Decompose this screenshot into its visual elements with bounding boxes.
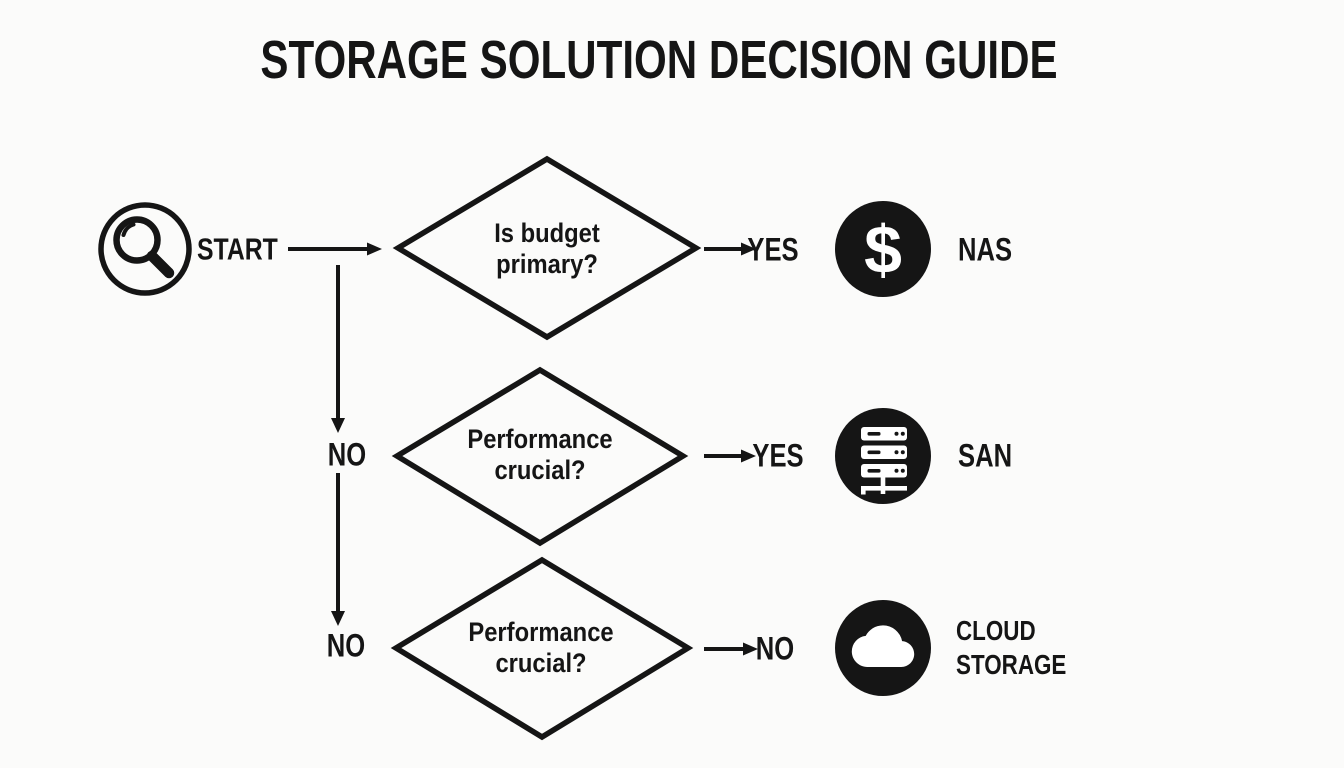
magnifier-icon [98, 202, 192, 296]
cloud-badge [835, 600, 931, 696]
branch-label-no-2: NO [326, 627, 366, 664]
result-label-nas: NAS [958, 231, 1013, 268]
question-performance-crucial-2: Performance crucial? [468, 617, 614, 678]
question-budget-primary: Is budget primary? [494, 218, 600, 279]
branch-label-yes-1: YES [747, 231, 799, 268]
decision-diamond-performance-1 [391, 366, 689, 547]
arrow-q2-to-yes [704, 449, 756, 463]
arrow-q3-to-no [704, 642, 758, 656]
san-badge [835, 408, 931, 504]
arrow-q1-no-down [331, 265, 345, 433]
cloud-icon [851, 625, 915, 667]
nas-badge: $ [835, 201, 931, 297]
page-title: STORAGE SOLUTION DECISION GUIDE [260, 29, 1058, 90]
branch-label-yes-2: YES [752, 437, 804, 474]
arrow-q2-no-down [331, 473, 345, 626]
question-performance-crucial-1: Performance crucial? [467, 424, 613, 485]
decision-diamond-performance-2 [390, 556, 694, 741]
server-icon [861, 427, 907, 495]
result-label-san: SAN [958, 437, 1013, 474]
branch-label-no-3: NO [755, 630, 795, 667]
decision-diamond-budget [392, 155, 702, 341]
arrow-start-to-q1 [288, 242, 382, 256]
start-label: START [197, 231, 278, 267]
dollar-icon: $ [864, 212, 902, 288]
branch-label-no-1: NO [327, 436, 367, 473]
result-label-cloud-storage: CLOUD STORAGE [956, 615, 1067, 680]
arrow-q1-to-yes [704, 242, 756, 256]
